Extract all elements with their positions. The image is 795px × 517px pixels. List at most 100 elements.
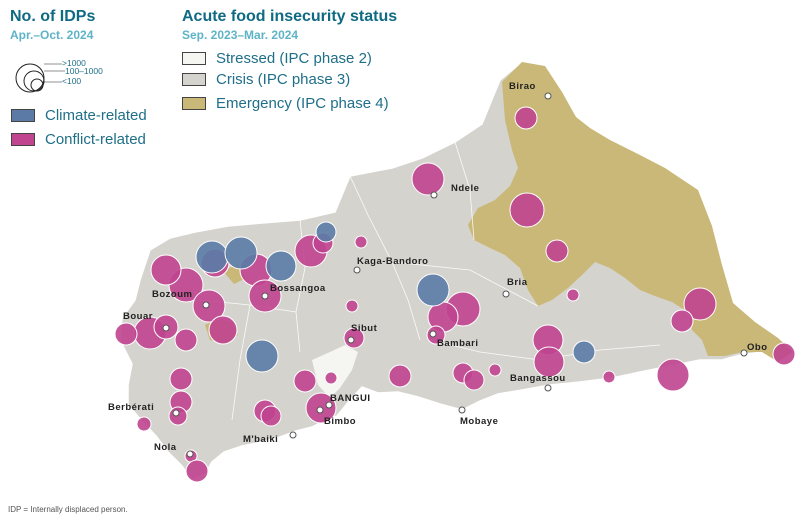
city-label: BANGUI — [330, 393, 370, 404]
idp-bubble — [354, 235, 368, 249]
idp-bubble — [343, 327, 365, 349]
crisis-swatch — [182, 73, 206, 86]
city-marker — [502, 290, 510, 298]
stressed-swatch — [182, 52, 206, 65]
stressed-zone-bangui — [312, 345, 358, 398]
conflict-label: Conflict-related — [45, 131, 146, 148]
city-label: Bouar — [123, 311, 153, 322]
idp-bubble — [388, 364, 412, 388]
idp-bubble — [114, 322, 138, 346]
idp-bubble — [566, 288, 580, 302]
idp-bubble — [174, 328, 198, 352]
idp-legend-period: Apr.–Oct. 2024 — [10, 28, 94, 42]
idp-bubble — [656, 358, 690, 392]
idp-bubble — [602, 370, 616, 384]
idp-bubble — [293, 369, 317, 393]
city-label: Bambari — [437, 338, 479, 349]
city-label: Bossangoa — [270, 283, 326, 294]
food-legend-period: Sep. 2023–Mar. 2024 — [182, 28, 299, 42]
city-labels: Birao Ndele Kaga-Bandoro Bria Bozoum Bos… — [108, 81, 768, 453]
city-label: Nola — [154, 442, 177, 453]
idp-bubble — [169, 367, 193, 391]
size-label-medium: 100–1000 — [65, 66, 103, 76]
city-label: Bangassou — [510, 373, 566, 384]
idp-bubble — [168, 406, 188, 426]
climate-label: Climate-related — [45, 107, 147, 124]
idp-bubble — [208, 315, 238, 345]
city-label: Berbérati — [108, 402, 154, 413]
city-markers — [162, 92, 748, 458]
idp-bubble — [514, 106, 538, 130]
city-label: Sibut — [351, 323, 378, 334]
city-marker — [325, 401, 333, 409]
emergency-zone-northeast — [468, 62, 793, 362]
legend-climate: Climate-related — [11, 107, 147, 124]
city-marker — [347, 336, 355, 344]
idp-bubble — [260, 405, 282, 427]
idp-bubble — [245, 339, 279, 373]
idp-bubble — [324, 371, 338, 385]
city-label: Obo — [747, 342, 768, 353]
city-marker — [429, 330, 437, 338]
idp-bubble — [265, 250, 297, 282]
idp-bubble — [411, 162, 445, 196]
conflict-swatch — [11, 133, 35, 146]
city-marker — [172, 409, 180, 417]
legend-phase-stressed: Stressed (IPC phase 2) — [182, 50, 372, 67]
city-marker — [740, 349, 748, 357]
city-marker — [202, 301, 210, 309]
legend-phase-emergency: Emergency (IPC phase 4) — [182, 95, 389, 112]
size-label-small: <100 — [62, 76, 82, 86]
idp-bubble — [136, 416, 152, 432]
bubble-size-key: >1000 100–1000 <100 — [10, 58, 120, 94]
emergency-swatch — [182, 97, 206, 110]
idp-bubble — [195, 240, 229, 274]
city-label: Mobaye — [460, 416, 498, 427]
city-marker — [261, 292, 269, 300]
city-label: Bozoum — [152, 289, 192, 300]
city-marker — [430, 191, 438, 199]
idp-legend-title: No. of IDPs — [10, 8, 96, 25]
climate-swatch — [11, 109, 35, 122]
emergency-label: Emergency (IPC phase 4) — [216, 95, 389, 112]
city-label: Bria — [507, 277, 528, 288]
idp-bubbles-conflict — [114, 106, 795, 483]
stressed-label: Stressed (IPC phase 2) — [216, 50, 372, 67]
city-marker — [544, 384, 552, 392]
city-marker — [186, 450, 194, 458]
idp-bubble — [533, 346, 565, 378]
crisis-label: Crisis (IPC phase 3) — [216, 71, 351, 88]
food-legend-title: Acute food insecurity status — [182, 8, 398, 25]
city-marker — [162, 324, 170, 332]
idp-bubble — [185, 459, 209, 483]
city-label: Ndele — [451, 183, 479, 194]
idp-bubble — [572, 340, 596, 364]
idp-bubbles-climate — [195, 221, 596, 373]
idp-bubble — [509, 192, 545, 228]
footnote: IDP = Internally displaced person. — [8, 505, 128, 514]
idp-bubble — [545, 239, 569, 263]
city-marker — [316, 406, 324, 414]
city-marker — [458, 406, 466, 414]
idp-bubble — [150, 254, 182, 286]
idp-bubble — [683, 287, 717, 321]
city-label: Bimbo — [324, 416, 356, 427]
size-label-large: >1000 — [62, 58, 86, 68]
idp-bubble — [488, 363, 502, 377]
idp-bubble — [670, 309, 694, 333]
city-label: Kaga-Bandoro — [357, 256, 428, 267]
city-label: M'baiki — [243, 434, 278, 445]
city-marker — [289, 431, 297, 439]
city-marker — [353, 266, 361, 274]
idp-bubble — [463, 369, 485, 391]
idp-bubble — [345, 299, 359, 313]
city-marker — [544, 92, 552, 100]
size-key-circles — [15, 63, 65, 93]
legend-phase-crisis: Crisis (IPC phase 3) — [182, 71, 350, 88]
idp-bubble — [224, 236, 258, 270]
idp-bubble — [772, 342, 795, 366]
idp-bubble — [315, 221, 337, 243]
city-label: Birao — [509, 81, 536, 92]
legend-conflict: Conflict-related — [11, 131, 146, 148]
